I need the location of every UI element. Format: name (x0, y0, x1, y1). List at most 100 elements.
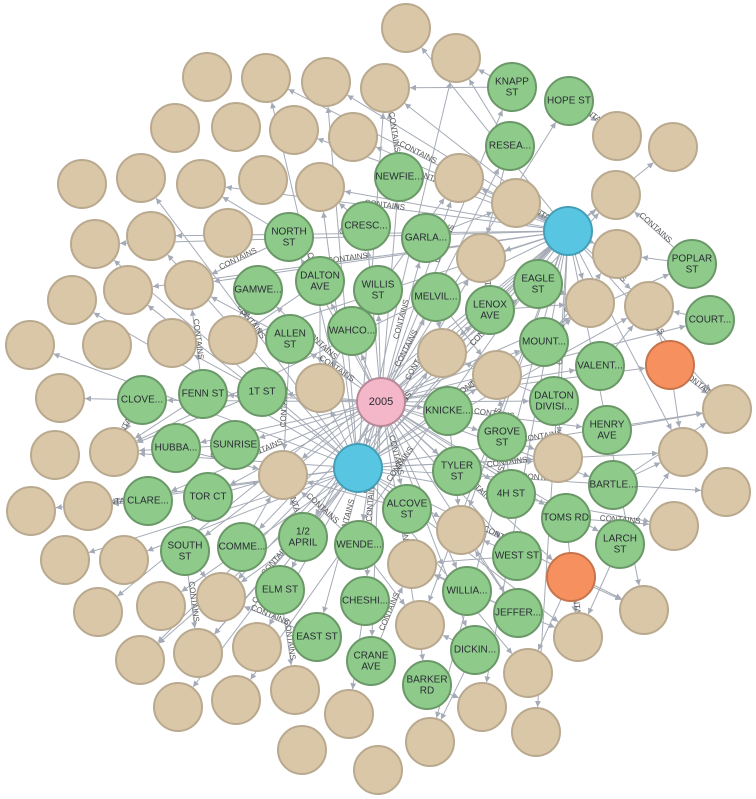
tan-node[interactable] (511, 707, 561, 757)
contains-edge[interactable] (360, 353, 373, 380)
tan-node[interactable] (431, 33, 481, 83)
street-node[interactable] (374, 152, 424, 202)
street-node[interactable] (151, 423, 201, 473)
tan-node[interactable] (30, 430, 80, 480)
street-node[interactable] (210, 420, 260, 470)
street-node[interactable] (255, 565, 305, 615)
tan-node[interactable] (503, 648, 553, 698)
tan-node[interactable] (701, 467, 751, 517)
street-node[interactable] (334, 520, 384, 570)
tan-node[interactable] (150, 103, 200, 153)
tan-node[interactable] (648, 122, 698, 172)
contains-edge[interactable] (688, 379, 708, 395)
contains-edge[interactable] (673, 310, 687, 316)
contains-edge[interactable] (243, 606, 296, 629)
contains-edge[interactable] (586, 209, 597, 218)
year-node-2005[interactable] (356, 377, 406, 427)
tan-node[interactable] (270, 665, 320, 715)
contains-edge[interactable] (230, 480, 260, 491)
tan-node[interactable] (624, 281, 674, 331)
tan-node[interactable] (203, 208, 253, 258)
contains-edge[interactable] (386, 112, 396, 154)
street-node[interactable] (529, 376, 579, 426)
street-node[interactable] (442, 566, 492, 616)
orange-node[interactable] (546, 552, 596, 602)
tan-node[interactable] (211, 102, 261, 152)
contains-edge[interactable] (283, 613, 294, 666)
street-node[interactable] (382, 484, 432, 534)
street-node[interactable] (327, 306, 377, 356)
tan-node[interactable] (592, 229, 642, 279)
street-node[interactable] (465, 285, 515, 335)
orange-node[interactable] (645, 340, 695, 390)
contains-edge[interactable] (240, 550, 284, 583)
tan-node[interactable] (258, 450, 308, 500)
street-node[interactable] (402, 660, 452, 710)
tan-node[interactable] (5, 320, 55, 370)
tan-node[interactable] (436, 505, 486, 555)
contains-edge[interactable] (449, 692, 459, 699)
street-node[interactable] (582, 405, 632, 455)
tan-node[interactable] (211, 675, 261, 725)
tan-node[interactable] (241, 53, 291, 103)
street-node[interactable] (575, 341, 625, 391)
tan-node[interactable] (232, 622, 282, 672)
contains-edge[interactable] (306, 480, 384, 504)
tan-node[interactable] (115, 635, 165, 685)
tan-node[interactable] (126, 211, 176, 261)
street-node[interactable] (292, 612, 342, 662)
tan-node[interactable] (565, 278, 615, 328)
tan-node[interactable] (456, 233, 506, 283)
tan-node[interactable] (6, 486, 56, 536)
contains-edge[interactable] (134, 406, 184, 439)
tan-node[interactable] (387, 539, 437, 589)
contains-edge[interactable] (592, 586, 622, 601)
street-node[interactable] (492, 531, 542, 581)
contains-edge[interactable] (634, 211, 675, 249)
contains-edge[interactable] (119, 231, 545, 247)
tan-node[interactable] (591, 170, 641, 220)
contains-edge[interactable] (210, 296, 270, 329)
contains-edge[interactable] (468, 79, 498, 126)
tan-node[interactable] (173, 628, 223, 678)
street-node[interactable] (237, 367, 287, 417)
contains-edge[interactable] (537, 598, 562, 651)
tan-node[interactable] (89, 427, 139, 477)
street-node[interactable] (544, 76, 594, 126)
street-node[interactable] (401, 213, 451, 263)
contains-edge[interactable] (673, 388, 682, 428)
contains-edge[interactable] (391, 318, 425, 381)
contains-edge[interactable] (656, 329, 663, 343)
street-node[interactable] (487, 62, 537, 112)
contains-edge[interactable] (435, 320, 442, 329)
contains-edge[interactable] (434, 574, 446, 581)
tan-node[interactable] (619, 585, 669, 635)
contains-edge[interactable] (571, 600, 578, 613)
contains-edge[interactable] (253, 294, 301, 327)
contains-edge[interactable] (614, 325, 634, 348)
contains-edge[interactable] (125, 420, 132, 431)
tan-node[interactable] (147, 318, 197, 368)
contains-edge[interactable] (634, 462, 661, 476)
street-node[interactable] (685, 295, 735, 345)
contains-edge[interactable] (524, 444, 535, 450)
tan-node[interactable] (63, 481, 113, 531)
tan-node[interactable] (434, 153, 484, 203)
contains-edge[interactable] (253, 496, 272, 527)
street-node[interactable] (265, 314, 315, 364)
tan-node[interactable] (182, 52, 232, 102)
street-node[interactable] (477, 412, 527, 462)
tan-node[interactable] (116, 153, 166, 203)
tan-node[interactable] (176, 159, 226, 209)
street-node[interactable] (278, 512, 328, 562)
tan-node[interactable] (208, 315, 258, 365)
street-node[interactable] (667, 239, 717, 289)
contains-edge[interactable] (84, 395, 119, 402)
contains-edge[interactable] (537, 214, 548, 221)
tan-node[interactable] (82, 320, 132, 370)
street-node[interactable] (178, 369, 228, 419)
contains-edge[interactable] (338, 202, 349, 211)
contains-edge[interactable] (365, 424, 374, 445)
contains-edge[interactable] (588, 114, 598, 122)
